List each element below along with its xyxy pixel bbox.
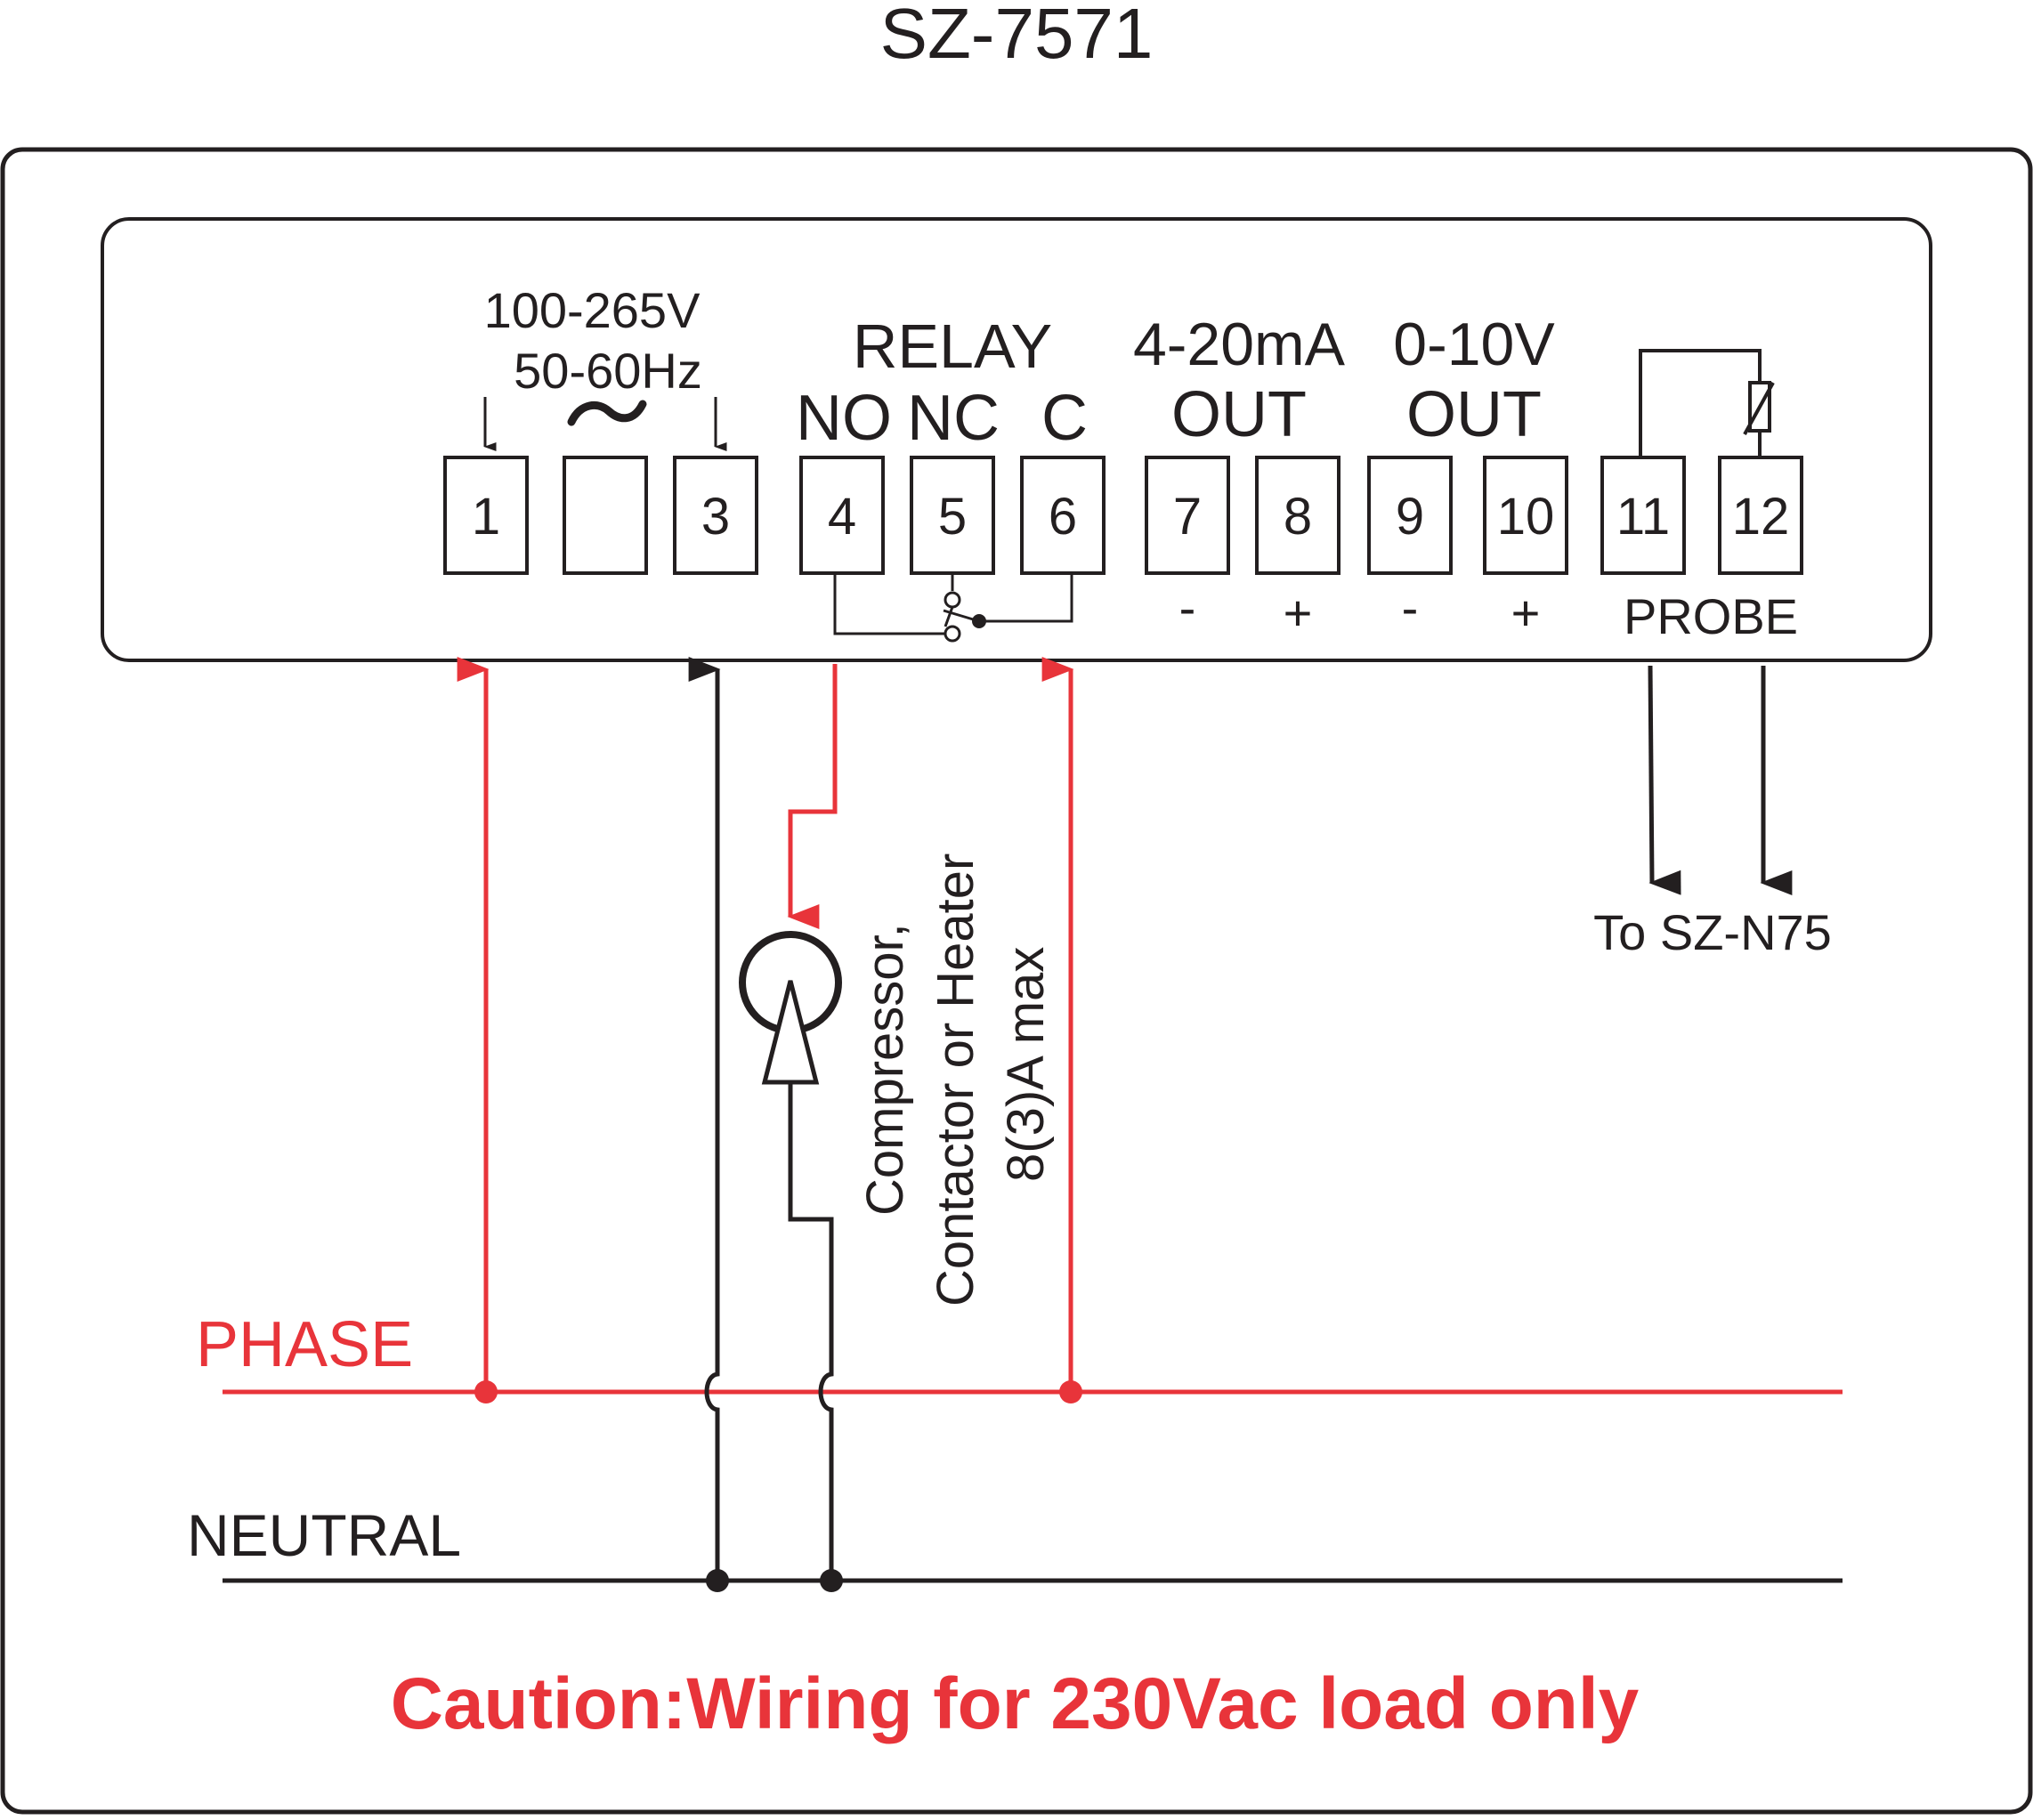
terminal-10 — [1483, 456, 1568, 575]
voltage-out-label: 0-10V — [1393, 311, 1555, 378]
caution-text: Caution:Wiring for 230Vac load only — [391, 1663, 1640, 1744]
probe-label: PROBE — [1624, 588, 1798, 644]
current-out-label-2: OUT — [1171, 379, 1307, 450]
ac-tilde-icon — [567, 400, 647, 426]
terminal-7-number: 7 — [1173, 488, 1202, 546]
terminal-3 — [673, 456, 758, 575]
terminal-11-number: 11 — [1616, 488, 1670, 546]
polarity-9: - — [1402, 579, 1419, 635]
terminal-2 — [563, 456, 648, 575]
phase-junction-1 — [474, 1380, 498, 1403]
load-label-line-2: Contactor or Heater — [927, 853, 984, 1306]
phase-junction-6 — [1059, 1380, 1082, 1403]
neutral-junction-3 — [706, 1569, 729, 1592]
terminal-4 — [799, 456, 885, 575]
polarity-8: + — [1284, 585, 1313, 641]
terminal-9 — [1367, 456, 1453, 575]
polarity-10: + — [1511, 585, 1541, 641]
diagram-title: SZ-7571 — [880, 0, 1154, 73]
terminal-6-number: 6 — [1049, 488, 1077, 546]
neutral-junction-load — [820, 1569, 843, 1592]
relay-c-label: C — [1041, 383, 1088, 454]
probe-lead-11 — [1648, 665, 1681, 895]
neutral-wire-terminal-3 — [688, 657, 721, 1581]
probe-destination: To SZ-N75 — [1593, 904, 1832, 960]
load-label-line-3: 8(3)A max — [997, 947, 1055, 1182]
terminal-3-number: 3 — [701, 488, 730, 546]
terminal-1-number: 1 — [472, 488, 500, 546]
terminal-9-number: 9 — [1396, 488, 1424, 546]
phase-label: PHASE — [196, 1309, 413, 1380]
polarity-7: - — [1179, 579, 1196, 635]
load-supply-wire — [787, 664, 838, 929]
load-return-wire — [788, 1082, 834, 1581]
supply-frequency-label: 50-60Hz — [514, 343, 702, 399]
terminal-12-number: 12 — [1732, 488, 1790, 546]
terminal-7 — [1145, 456, 1230, 575]
terminal-10-number: 10 — [1497, 488, 1555, 546]
terminal-8 — [1255, 456, 1340, 575]
probe-thermistor-icon — [1639, 349, 1775, 457]
supply-voltage-label: 100-265V — [484, 282, 701, 338]
relay-contact-symbol — [833, 573, 1073, 643]
terminal-strip — [443, 456, 1803, 575]
relay-common-dot — [972, 614, 986, 628]
relay-nc-label: NC — [907, 383, 1000, 454]
neutral-label: NEUTRAL — [187, 1502, 461, 1568]
terminal-5-number: 5 — [938, 488, 967, 546]
load-label-line-1: Compressor, — [856, 923, 914, 1216]
relay-no-label: NO — [796, 383, 892, 454]
outer-frame — [0, 147, 2033, 1815]
relay-heading: RELAY — [853, 311, 1052, 381]
current-out-label: 4-20mA — [1133, 311, 1346, 378]
terminal-8-number: 8 — [1284, 488, 1312, 546]
terminal-1 — [443, 456, 529, 575]
voltage-out-label-2: OUT — [1406, 379, 1542, 450]
controller-body — [101, 217, 1932, 662]
terminal-6 — [1020, 456, 1106, 575]
terminal-4-number: 4 — [828, 488, 856, 546]
terminal-11 — [1600, 456, 1686, 575]
